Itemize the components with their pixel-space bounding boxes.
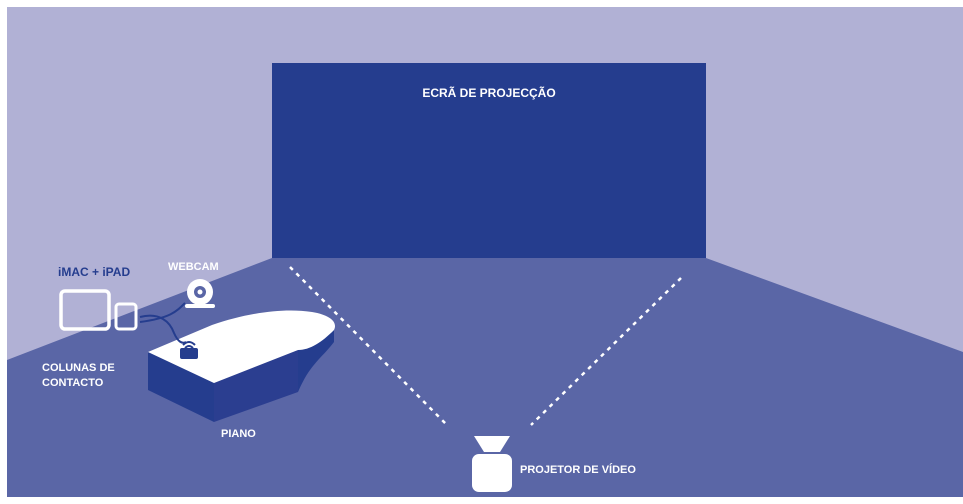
contact-speakers-label-line1: COLUNAS DE	[42, 362, 115, 374]
projector-icon	[472, 436, 512, 492]
piano-side-front	[148, 352, 214, 422]
piano-side-curve	[298, 330, 334, 392]
speaker-icon	[180, 341, 198, 359]
webcam-icon	[185, 279, 215, 308]
projection-beam-left	[289, 266, 448, 426]
speaker-cable	[139, 314, 187, 344]
imac-ipad-label: iMAC + iPAD	[58, 265, 130, 279]
projector-label: PROJETOR DE VÍDEO	[520, 463, 636, 476]
webcam-cable	[139, 302, 186, 323]
tablet-icon	[114, 302, 138, 331]
piano-top	[148, 310, 336, 383]
contact-speakers-label-line2: CONTACTO	[42, 377, 104, 389]
piano-illustration	[148, 310, 336, 422]
projection-screen	[272, 63, 706, 258]
screen-label: ECRÃ DE PROJECÇÃO	[422, 85, 555, 100]
piano-side-right	[214, 350, 298, 422]
monitor-icon	[59, 289, 111, 331]
webcam-label: WEBCAM	[168, 261, 219, 273]
piano-label: PIANO	[221, 428, 256, 440]
